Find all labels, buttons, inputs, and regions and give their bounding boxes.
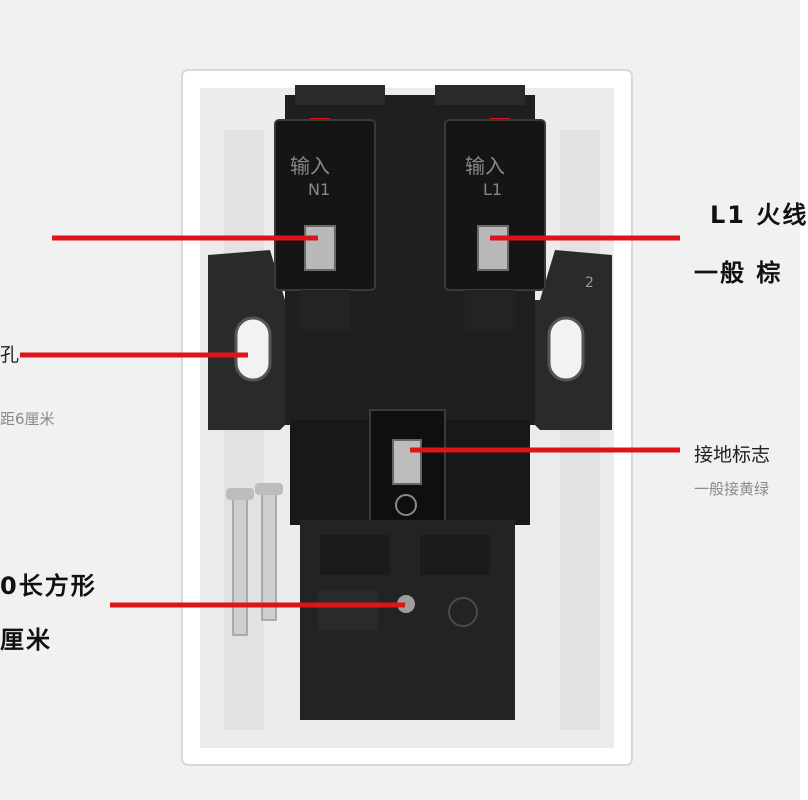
mount-hole-left [234, 316, 272, 382]
terminal-screw-left [304, 225, 336, 271]
certification-mark-icon [448, 597, 478, 627]
terminal-screw-right [477, 225, 509, 271]
rect-sub: 厘米 [0, 626, 52, 654]
earth-title: 接地标志 [694, 444, 771, 466]
earth-symbol-icon [395, 494, 417, 516]
terminal-left-id: N1 [308, 180, 331, 199]
mount-hole-right [547, 316, 585, 382]
hole-title: 孔 [0, 344, 20, 366]
mount-marker: 2 [585, 275, 594, 291]
live-title: L1 火线 [710, 201, 808, 229]
embossed-text-block [318, 590, 378, 630]
rect-title: 0长方形 [0, 572, 97, 600]
top-tab-left [295, 85, 385, 105]
clip-left [300, 290, 350, 330]
terminal-right-text: 输入 [465, 154, 505, 178]
terminal-right-id: L1 [483, 180, 503, 199]
clip-right [465, 290, 515, 330]
hole-sub: 距6厘米 [0, 410, 55, 428]
screw-head-right [255, 483, 283, 495]
live-sub: 一般 棕 [694, 259, 783, 287]
spare-screw-left [232, 494, 248, 636]
terminal-left-text: 输入 [290, 154, 330, 178]
embossed-text-block [320, 535, 390, 575]
spare-screw-right [261, 489, 277, 621]
screw-head-left [226, 488, 254, 500]
embossed-text-block [420, 535, 490, 575]
earth-screw [392, 439, 422, 485]
top-tab-right [435, 85, 525, 105]
rect-hole-marker [397, 595, 415, 613]
earth-sub: 一般接黄绿 [694, 480, 770, 498]
